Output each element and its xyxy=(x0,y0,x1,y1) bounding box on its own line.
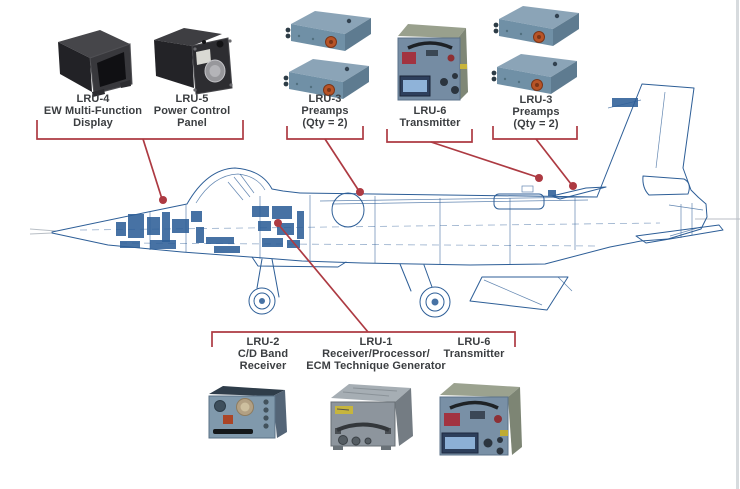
callout-dots xyxy=(159,174,577,227)
lru-4-photo xyxy=(50,22,134,98)
aircraft-drawing xyxy=(29,83,740,318)
lru-5-photo xyxy=(148,16,238,98)
lru-2-photo xyxy=(203,382,291,446)
label-lru-6-top: LRU-6 Transmitter xyxy=(399,105,460,129)
label-lru-6-bottom-title: LRU-6 xyxy=(457,336,491,348)
label-lru-3-left-desc-1: Preamps xyxy=(301,105,349,117)
label-lru-3-left-desc-2: (Qty = 2) xyxy=(302,117,348,129)
label-lru-1-desc-2: ECM Technique Generator xyxy=(306,360,446,372)
label-lru-5: LRU-5 Power Control Panel xyxy=(154,93,230,129)
avionics-bay-detail xyxy=(116,206,304,253)
label-lru-1-title: LRU-1 xyxy=(359,336,393,348)
label-lru-3-right: LRU-3 Preamps (Qty = 2) xyxy=(512,94,559,130)
label-lru-4-desc-2: Display xyxy=(73,117,113,129)
label-lru-4: LRU-4 EW Multi-Function Display xyxy=(44,93,142,129)
label-lru-3-right-title: LRU-3 xyxy=(519,94,553,106)
label-lru-6-top-title: LRU-6 xyxy=(413,105,447,117)
label-lru-1-desc-1: Receiver/Processor/ xyxy=(322,348,430,360)
label-lru-6-bottom: LRU-6 Transmitter xyxy=(443,336,504,360)
label-lru-4-desc-1: EW Multi-Function xyxy=(43,105,143,117)
label-lru-3-right-desc-2: (Qty = 2) xyxy=(513,118,559,130)
lru-6-bottom-photo xyxy=(432,377,528,459)
label-lru-3-left-title: LRU-3 xyxy=(308,93,342,105)
label-lru-3-left: LRU-3 Preamps (Qty = 2) xyxy=(301,93,348,129)
page-edge-lines xyxy=(736,0,739,489)
label-lru-2-desc-1: C/D Band xyxy=(237,348,289,360)
lru-6-top-photo xyxy=(392,18,474,102)
label-lru-5-desc-1: Power Control xyxy=(153,105,231,117)
callout-leader-lines xyxy=(142,138,572,333)
label-lru-2: LRU-2 C/D Band Receiver xyxy=(238,336,288,372)
label-lru-4-title: LRU-4 xyxy=(76,93,110,105)
callout-brackets xyxy=(36,120,578,347)
label-lru-2-desc-2: Receiver xyxy=(239,360,287,372)
lru-3-right-photo xyxy=(491,1,583,95)
label-lru-6-bottom-desc-1: Transmitter xyxy=(443,348,505,360)
label-lru-5-desc-2: Panel xyxy=(177,117,207,129)
label-lru-6-top-desc-1: Transmitter xyxy=(399,117,461,129)
label-lru-5-title: LRU-5 xyxy=(175,93,209,105)
lru-3-left-photo xyxy=(283,6,375,100)
label-lru-2-title: LRU-2 xyxy=(246,336,280,348)
label-lru-1: LRU-1 Receiver/Processor/ ECM Technique … xyxy=(306,336,446,372)
label-lru-3-right-desc-1: Preamps xyxy=(512,106,560,118)
lru-1-photo xyxy=(323,378,415,455)
